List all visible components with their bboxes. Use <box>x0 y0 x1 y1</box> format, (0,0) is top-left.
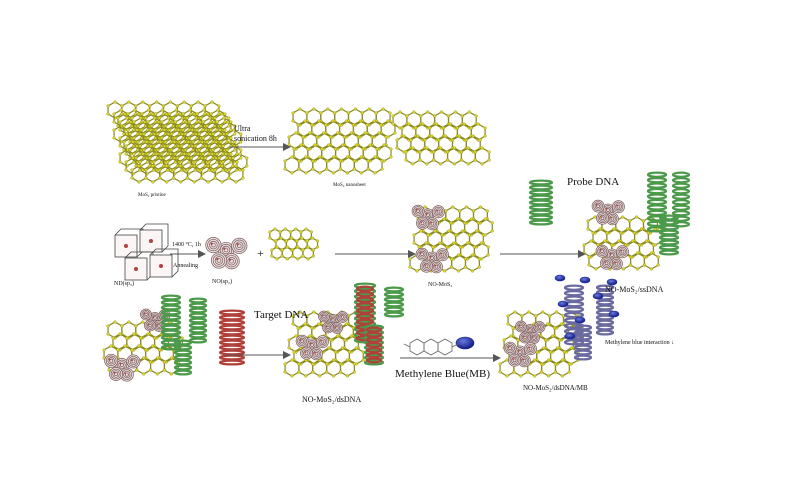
mb-helix-3 <box>573 324 593 361</box>
dsdna-helix-3-red <box>365 326 383 364</box>
mos2-nanosheet-b <box>391 110 491 166</box>
dsdna-onion-top <box>318 310 349 334</box>
target-complex-helix-1 <box>160 294 182 351</box>
mos2-nanosheet-a <box>283 107 397 175</box>
no-mos2-dsdna-label: NO-MoS₂/dsDNA <box>302 395 361 404</box>
mb-molecule-bound <box>606 278 618 286</box>
target-dna-label: Target DNA <box>254 309 308 321</box>
dna-helices <box>160 171 691 376</box>
methylene-blue-interaction-label: Methylene blue interaction ↓ <box>605 340 674 346</box>
no-mos2-dsdna-mb-label: NO-MoS₂/dsDNA/MB <box>523 384 588 392</box>
mb-onion-bottom <box>503 341 537 368</box>
dsdna-onion-bottom <box>295 334 329 361</box>
mb-molecule-large <box>455 336 475 350</box>
mb-molecule-bound <box>579 276 591 284</box>
no-mos2-onion-top <box>411 204 445 231</box>
methylene-blue-label: Methylene Blue(MB) <box>395 368 490 380</box>
target-complex-helix-2 <box>188 297 208 344</box>
ultra-sonication-label-line2: sonication 8h <box>234 134 277 143</box>
mos2-pristine-label: MoS₂ pristine <box>138 193 166 198</box>
nano-onion-clusters <box>104 199 629 382</box>
nd-sp3-label: ND(sp₃) <box>114 280 134 287</box>
ssdna-helix-3 <box>658 214 680 256</box>
no-sp2-onion <box>205 237 248 270</box>
no-mos2-onion-bottom <box>415 247 449 274</box>
dsdna-helix-2 <box>383 286 405 318</box>
ssdna-onion-top <box>591 199 625 226</box>
ssdna-helix-1 <box>646 171 668 233</box>
ssdna-complex-sheet <box>582 215 664 271</box>
nanodiamond-cubes <box>114 223 179 281</box>
target-complex-helix-3 <box>173 339 193 376</box>
mb-molecule-bound <box>592 292 604 300</box>
mos2-pristine-layer <box>118 116 249 184</box>
mb-molecule-bound <box>608 310 620 318</box>
mos2-small-sheet <box>268 227 320 261</box>
dsdna-helix-1-red <box>355 285 375 342</box>
ultra-sonication-label-line1: Ultra <box>234 124 251 133</box>
target-onion-bottom <box>104 353 141 382</box>
methylene-blue-molecules <box>455 274 620 350</box>
mb-molecule-bound <box>557 300 569 308</box>
no-mos2-label: NO-MoS₂ <box>428 282 452 288</box>
plus-sign: + <box>257 246 264 260</box>
no-mos2-ssdna-label: NO-MoS₂/ssDNA <box>605 285 664 294</box>
mb-molecule-bound <box>564 332 576 340</box>
mb-onion-top <box>515 320 546 344</box>
probe-dna-label: Probe DNA <box>567 176 619 188</box>
target-dna-helix <box>218 309 246 366</box>
mb-molecule-bound <box>574 316 586 324</box>
no-sp2-label: NO(sp₂) <box>212 278 232 285</box>
annealing-temp-label: 1400 °C, 1h <box>172 241 201 248</box>
annealing-label: Annealing <box>173 263 198 269</box>
ssdna-helix-2 <box>671 171 691 228</box>
probe-dna-helix <box>528 179 554 226</box>
mos2-nanosheet-label: MoS₂ nanosheet <box>333 183 366 188</box>
mb-chemical-structure <box>403 338 459 356</box>
mb-molecule-bound <box>554 274 566 282</box>
ssdna-onion-bottom <box>595 244 629 271</box>
